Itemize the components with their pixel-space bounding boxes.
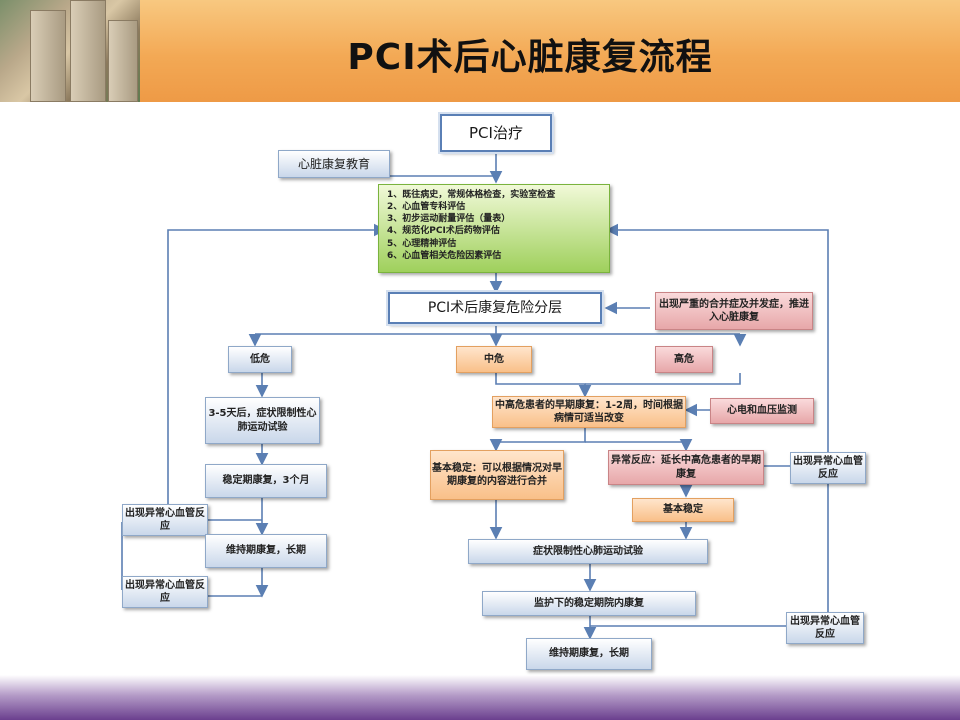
assessment-item: 2、心血管专科评估 xyxy=(387,202,466,213)
assessment-item: 1、既往病史，常规体格检查，实验室检查 xyxy=(387,190,556,200)
stable-phase-3-months-node: 稳定期康复，3个月 xyxy=(205,464,327,498)
symptom-limited-exercise-test-node: 症状限制性心肺运动试验 xyxy=(468,539,708,564)
low-risk-exercise-test-node: 3-5天后，症状限制性心肺运动试验 xyxy=(205,397,320,444)
abnormal-reaction-left-2-node: 出现异常心血管反应 xyxy=(122,576,208,608)
hospital-building-image xyxy=(0,0,140,102)
flowchart-canvas: PCI治疗 心脏康复教育 1、既往病史，常规体格检查，实验室检查 2、心血管专科… xyxy=(110,102,876,675)
maintenance-final-node: 维持期康复，长期 xyxy=(526,638,652,670)
pci-treatment-node: PCI治疗 xyxy=(440,114,552,152)
ecg-bp-monitoring-node: 心电和血压监测 xyxy=(710,398,814,424)
assessment-item: 5、心理精神评估 xyxy=(387,238,457,249)
header-band: PCI术后心脏康复流程 xyxy=(0,0,960,102)
abnormal-reaction-right-node: 出现异常心血管反应 xyxy=(790,452,866,484)
monitored-inpatient-rehab-node: 监护下的稳定期院内康复 xyxy=(482,591,696,616)
abnormal-reaction-bottom-node: 出现异常心血管反应 xyxy=(786,612,864,644)
maintenance-long-term-left-node: 维持期康复，长期 xyxy=(205,534,327,568)
severe-complication-node: 出现严重的合并症及并发症，推进入心脏康复 xyxy=(655,292,813,330)
low-risk-node: 低危 xyxy=(228,346,292,373)
basic-stable-second-node: 基本稳定 xyxy=(632,498,734,522)
connector-lines xyxy=(121,152,829,640)
page-title: PCI术后心脏康复流程 xyxy=(347,37,713,78)
mid-high-early-rehab-node: 中高危患者的早期康复：1-2周，时间根据病情可适当改变 xyxy=(492,396,686,428)
assessment-item: 3、初步运动耐量评估（量表） xyxy=(387,214,511,225)
basic-stable-merge-node: 基本稳定：可以根据情况对早期康复的内容进行合并 xyxy=(430,450,564,500)
abnormal-reaction-left-1-node: 出现异常心血管反应 xyxy=(122,504,208,536)
cardiac-rehab-education-node: 心脏康复教育 xyxy=(278,150,390,178)
footer-band xyxy=(0,675,960,720)
risk-stratification-node: PCI术后康复危险分层 xyxy=(388,292,602,324)
mid-risk-node: 中危 xyxy=(456,346,532,373)
abnormal-extend-early-rehab-node: 异常反应：延长中高危患者的早期康复 xyxy=(608,450,764,485)
assessment-checklist-node: 1、既往病史，常规体格检查，实验室检查 2、心血管专科评估 3、初步运动耐量评估… xyxy=(378,184,610,273)
building-tower-left xyxy=(30,10,66,102)
building-tower-right xyxy=(108,20,138,102)
assessment-item: 6、心血管相关危险因素评估 xyxy=(387,250,502,261)
assessment-item: 4、规范化PCI术后药物评估 xyxy=(387,226,500,237)
building-tower-center xyxy=(70,0,106,102)
high-risk-node: 高危 xyxy=(655,346,713,373)
